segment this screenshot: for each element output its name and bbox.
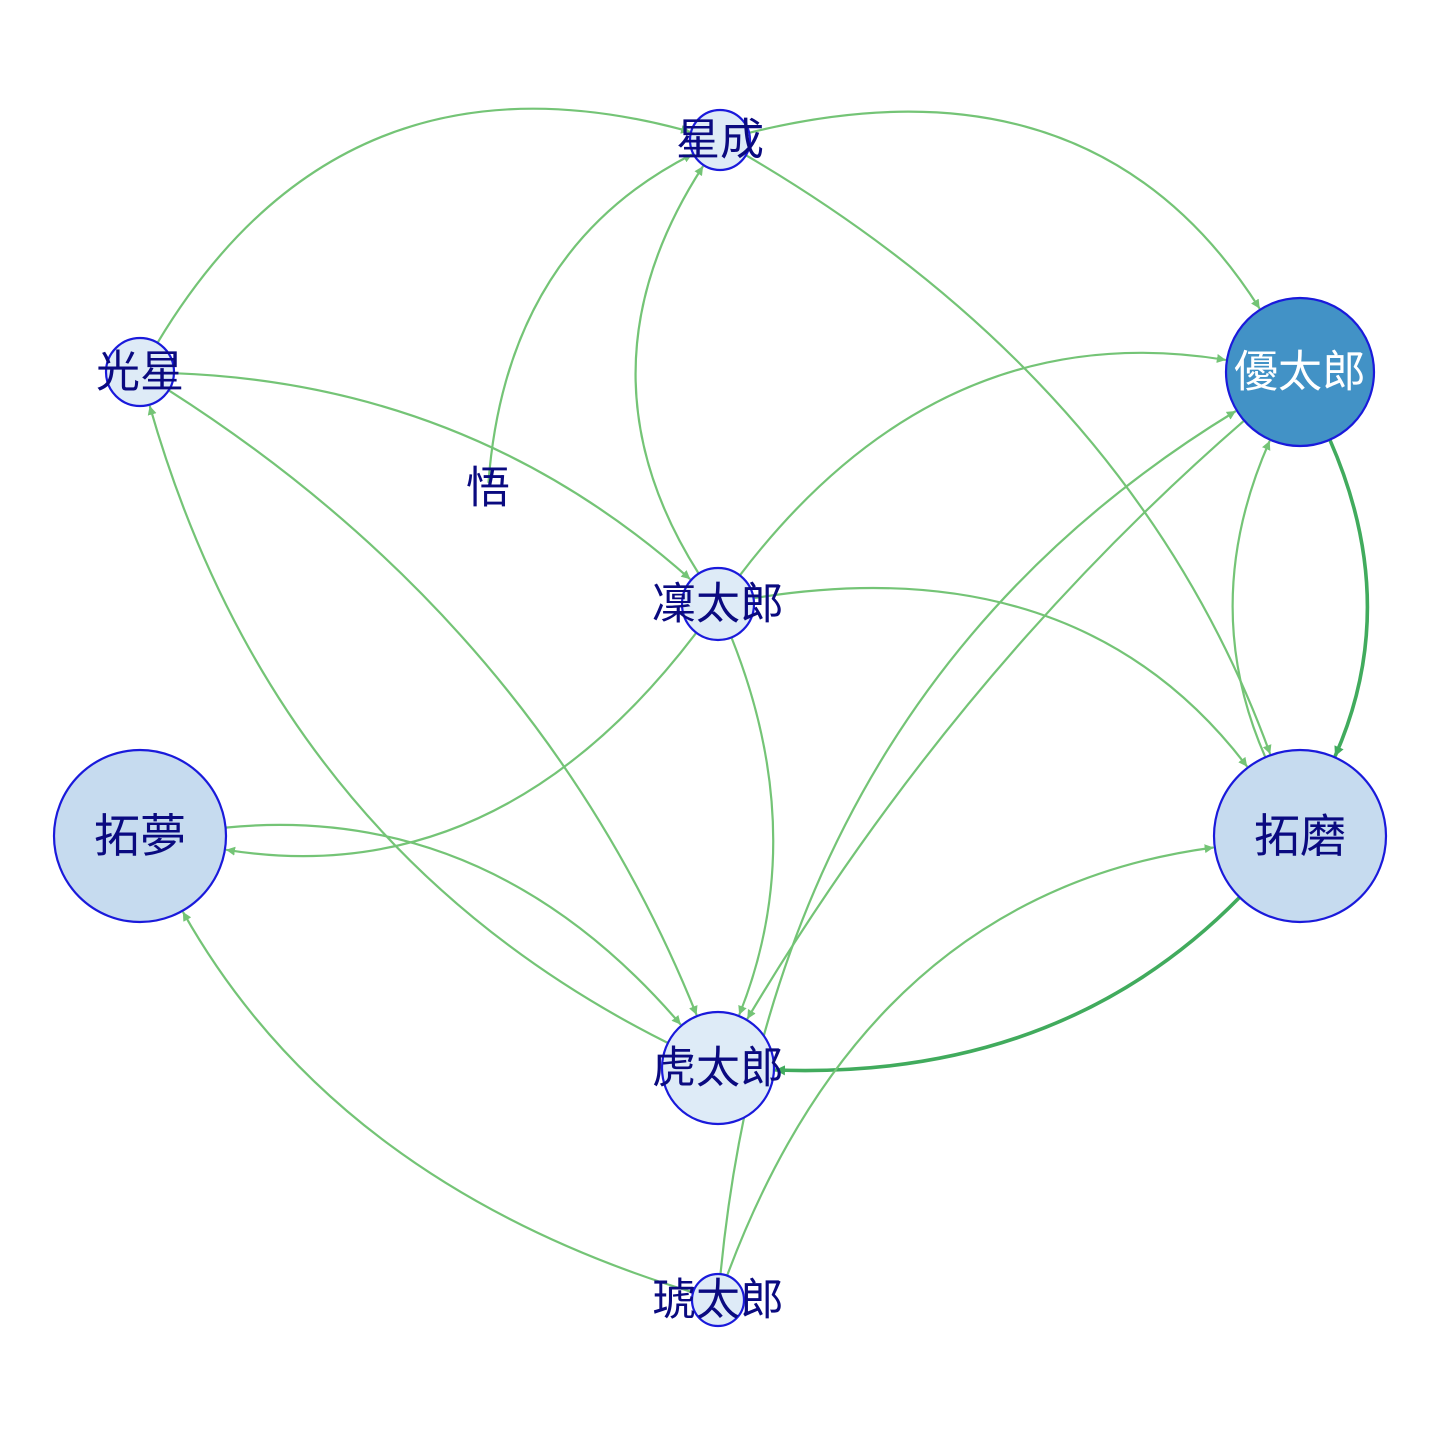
edge-takuma-to-kotaro — [774, 895, 1242, 1076]
node-label-takumu: 拓夢 — [94, 809, 186, 863]
edge-rintaro-to-kotaro — [730, 636, 775, 1016]
node-seisei — [688, 108, 752, 172]
node-takumu — [52, 748, 228, 924]
node-label-kotaro: 虎太郎 — [652, 1043, 784, 1094]
nodes-layer — [52, 108, 1388, 1328]
edge-kosei-to-seisei — [156, 107, 691, 344]
edge-kohakutaro-to-yutaro — [719, 410, 1237, 1276]
node-kotaro — [660, 1010, 776, 1126]
edge-kotaro-to-kosei — [147, 405, 669, 1045]
edge-kohakutaro-to-takumu — [182, 911, 695, 1294]
edge-takuma-to-yutaro — [1231, 440, 1271, 759]
node-label-kohakutaro: 琥太郎 — [652, 1275, 784, 1326]
edge-yutaro-to-takuma — [1328, 437, 1370, 758]
node-kohakutaro — [690, 1272, 746, 1328]
node-label-kosei: 光星 — [96, 347, 184, 398]
edge-satoru-to-seisei — [487, 153, 693, 484]
node-label-takuma: 拓磨 — [1254, 809, 1346, 863]
edge-takumu-to-kotaro — [224, 823, 682, 1026]
edge-rintaro-to-yutaro — [738, 351, 1227, 577]
edge-kohakutaro-to-takuma — [726, 844, 1214, 1277]
edge-rintaro-to-takuma — [752, 586, 1248, 768]
edge-rintaro-to-seisei — [634, 165, 704, 575]
node-takuma — [1212, 748, 1388, 924]
edge-seisei-to-yutaro — [748, 110, 1261, 309]
node-yutaro — [1224, 296, 1376, 448]
node-label-seisei: 星成 — [676, 115, 764, 166]
edges-layer — [147, 107, 1370, 1294]
node-label-rintaro: 凜太郎 — [652, 579, 784, 630]
edge-seisei-to-takuma — [744, 154, 1272, 755]
edge-kosei-to-rintaro — [172, 372, 691, 580]
node-kosei — [104, 336, 176, 408]
node-label-satoru: 悟 — [466, 463, 510, 514]
node-rintaro — [680, 566, 756, 642]
edge-yutaro-to-kotaro — [746, 419, 1246, 1020]
node-label-yutaro: 優太郎 — [1234, 347, 1366, 398]
edge-kosei-to-kotaro — [167, 389, 698, 1016]
edge-rintaro-to-takumu — [225, 631, 698, 858]
